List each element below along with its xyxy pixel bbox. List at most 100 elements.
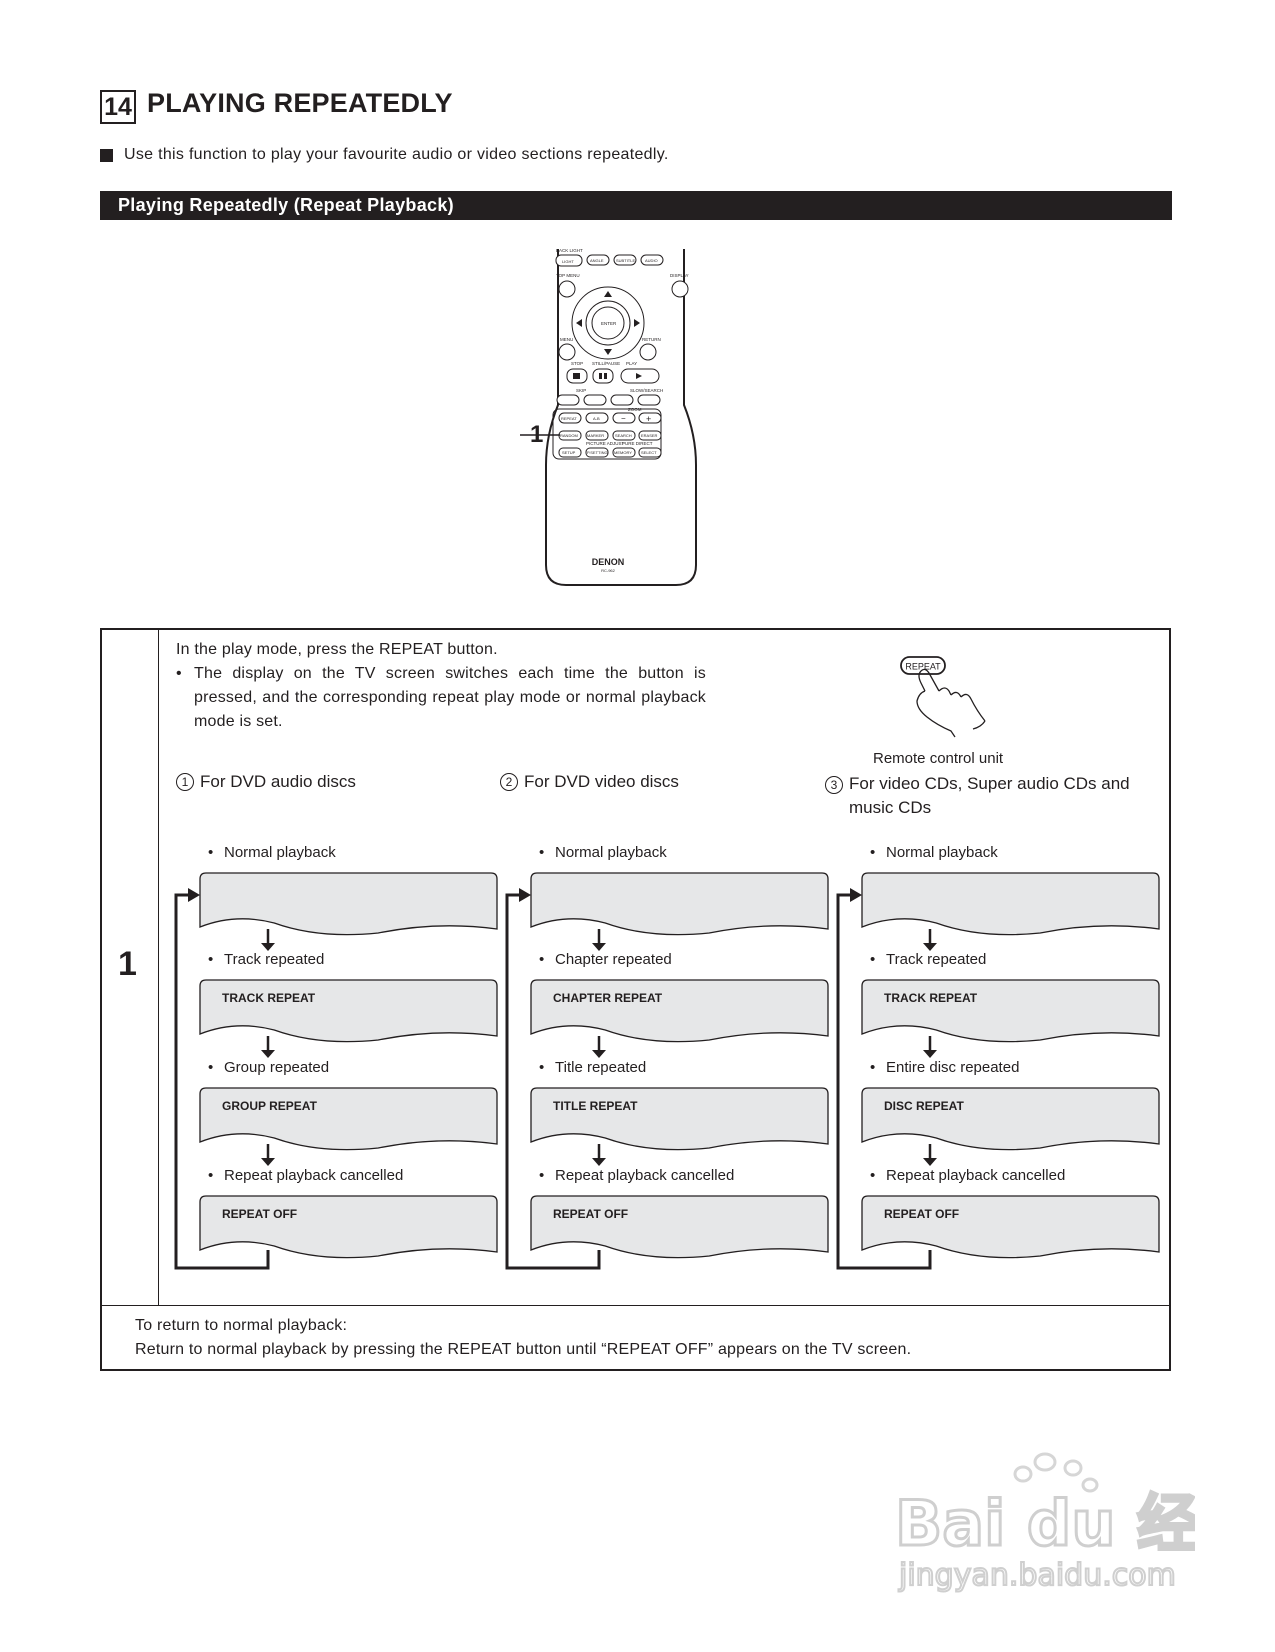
state-bullet: • — [539, 1059, 544, 1076]
hand-pointer-icon — [916, 668, 986, 738]
state-label: Chapter repeated — [555, 951, 672, 968]
screen-text: REPEAT OFF — [553, 1207, 628, 1221]
remote-label-zoom: ZOOM — [628, 407, 642, 412]
remote-label-still-pause: STILL/PAUSE — [592, 361, 620, 366]
step-footer: To return to normal playback: Return to … — [135, 1314, 911, 1362]
remote-btn-text-ab: A-B — [593, 416, 600, 421]
step-divider — [158, 630, 159, 1306]
state-label: Track repeated — [224, 951, 324, 968]
tv-screen — [199, 979, 498, 1043]
down-arrow-head — [261, 943, 275, 951]
subheading-bar: Playing Repeatedly (Repeat Playback) — [100, 191, 1172, 220]
screen-text: DISC REPEAT — [884, 1099, 964, 1113]
remote-btn-top-menu — [558, 280, 576, 298]
remote-label-pure-direct: PURE DIRECT — [622, 441, 653, 446]
watermark-logo: Bai du 经验 — [895, 1487, 1195, 1560]
down-arrow-head — [923, 1050, 937, 1058]
remote-callout-number: 1 — [530, 421, 544, 448]
loop-back-arrow-icon — [174, 893, 270, 1270]
tv-screen — [530, 1087, 829, 1151]
state-bullet: • — [870, 1167, 875, 1184]
remote-btn-angle — [586, 254, 610, 266]
screen-text: CHAPTER REPEAT — [553, 991, 663, 1005]
watermark-url: jingyan.baidu.com — [898, 1558, 1176, 1593]
step-bullet-text: The display on the TV screen switches ea… — [194, 665, 706, 730]
repeat-button-icon — [900, 656, 946, 675]
remote-btn-text-audio: AUDIO — [645, 258, 658, 263]
remote-label-enter: ENTER — [601, 321, 617, 326]
remote-btn-return — [639, 343, 657, 361]
remote-btn-subtitle — [613, 254, 637, 266]
state-bullet: • — [208, 1059, 213, 1076]
state-label: Repeat playback cancelled — [224, 1167, 403, 1184]
remote-btn-text-setup: SETUP — [562, 450, 576, 455]
remote-label-top-menu: TOP MENU — [556, 273, 580, 278]
remote-outline — [545, 249, 697, 586]
remote-btn-text-psetting: P.SETTING — [587, 450, 608, 455]
tv-screen — [530, 979, 829, 1043]
tv-screen — [199, 872, 498, 936]
section-title: PLAYING REPEATEDLY — [147, 88, 453, 118]
remote-label-back-light: BACK LIGHT — [556, 248, 583, 253]
state-bullet: • — [870, 1059, 875, 1076]
remote-model: RC-962 — [601, 568, 616, 573]
step-number: 1 — [118, 945, 137, 983]
step-bullet: • The display on the TV screen switches … — [176, 662, 706, 734]
remote-label-slow-search: SLOW/SEARCH — [630, 388, 663, 393]
remote-btn-text-minus: − — [621, 414, 626, 423]
down-arrow-head — [592, 943, 606, 951]
screen-text: TRACK REPEAT — [222, 991, 316, 1005]
down-arrow-head — [261, 1158, 275, 1166]
remote-btn-audio — [640, 254, 664, 266]
screen-text: REPEAT OFF — [222, 1207, 297, 1221]
loop-back-arrow-icon — [836, 893, 932, 1270]
remote-btn-text-eraser: ERASER — [641, 433, 658, 438]
remote-label-skip: SKIP — [576, 388, 586, 393]
remote-btn-repeat — [558, 412, 582, 424]
tv-screen — [861, 1195, 1160, 1259]
state-label: Normal playback — [224, 844, 336, 861]
remote-btn-text-subtitle: SUBTITLE — [616, 258, 635, 263]
remote-label-return: RETURN — [642, 337, 661, 342]
square-bullet-icon — [100, 148, 113, 162]
screen-text: TRACK REPEAT — [884, 991, 978, 1005]
column-marker: 2 — [500, 773, 518, 791]
remote-label-display: DISPLAY — [670, 273, 689, 278]
state-bullet: • — [539, 844, 544, 861]
step-box — [100, 628, 1171, 1371]
tv-screen — [199, 1195, 498, 1259]
state-label: Normal playback — [555, 844, 667, 861]
state-label: Entire disc repeated — [886, 1059, 1019, 1076]
intro-text: Use this function to play your favourite… — [124, 146, 669, 163]
down-arrow-head — [923, 1158, 937, 1166]
baidu-watermark: Bai du 经验 jingyan.baidu.com — [895, 1452, 1195, 1594]
subheading-text: Playing Repeatedly (Repeat Playback) — [118, 195, 454, 215]
remote-btn-text-search: SEARCH — [615, 433, 632, 438]
footer-line-2: Return to normal playback by pressing th… — [135, 1341, 912, 1358]
remote-label-menu: MENU — [560, 337, 573, 342]
remote-btn-text-repeat: REPEAT — [561, 416, 577, 421]
state-bullet: • — [208, 844, 213, 861]
tv-screen — [530, 1195, 829, 1259]
remote-btn-text-angle: ANGLE — [590, 258, 604, 263]
remote-enter-button — [591, 306, 625, 340]
tv-screen — [861, 872, 1160, 936]
remote-label-picture-adjust: PICTURE ADJUST — [586, 441, 625, 446]
step-instruction: In the play mode, press the REPEAT butto… — [176, 641, 498, 658]
column-marker: 3 — [825, 776, 843, 794]
tv-screen — [861, 1087, 1160, 1151]
state-label: Track repeated — [886, 951, 986, 968]
repeat-button-text: REPEAT — [905, 662, 941, 672]
state-bullet: • — [208, 1167, 213, 1184]
tv-screen — [530, 872, 829, 936]
tv-screen — [861, 979, 1160, 1043]
state-label: Title repeated — [555, 1059, 646, 1076]
state-label: Group repeated — [224, 1059, 329, 1076]
remote-control-illustration: BACK LIGHT TOP MENU DISPLAY ENTER MENU R… — [520, 248, 697, 586]
state-bullet: • — [870, 951, 875, 968]
down-arrow-head — [923, 943, 937, 951]
down-arrow-head — [592, 1050, 606, 1058]
